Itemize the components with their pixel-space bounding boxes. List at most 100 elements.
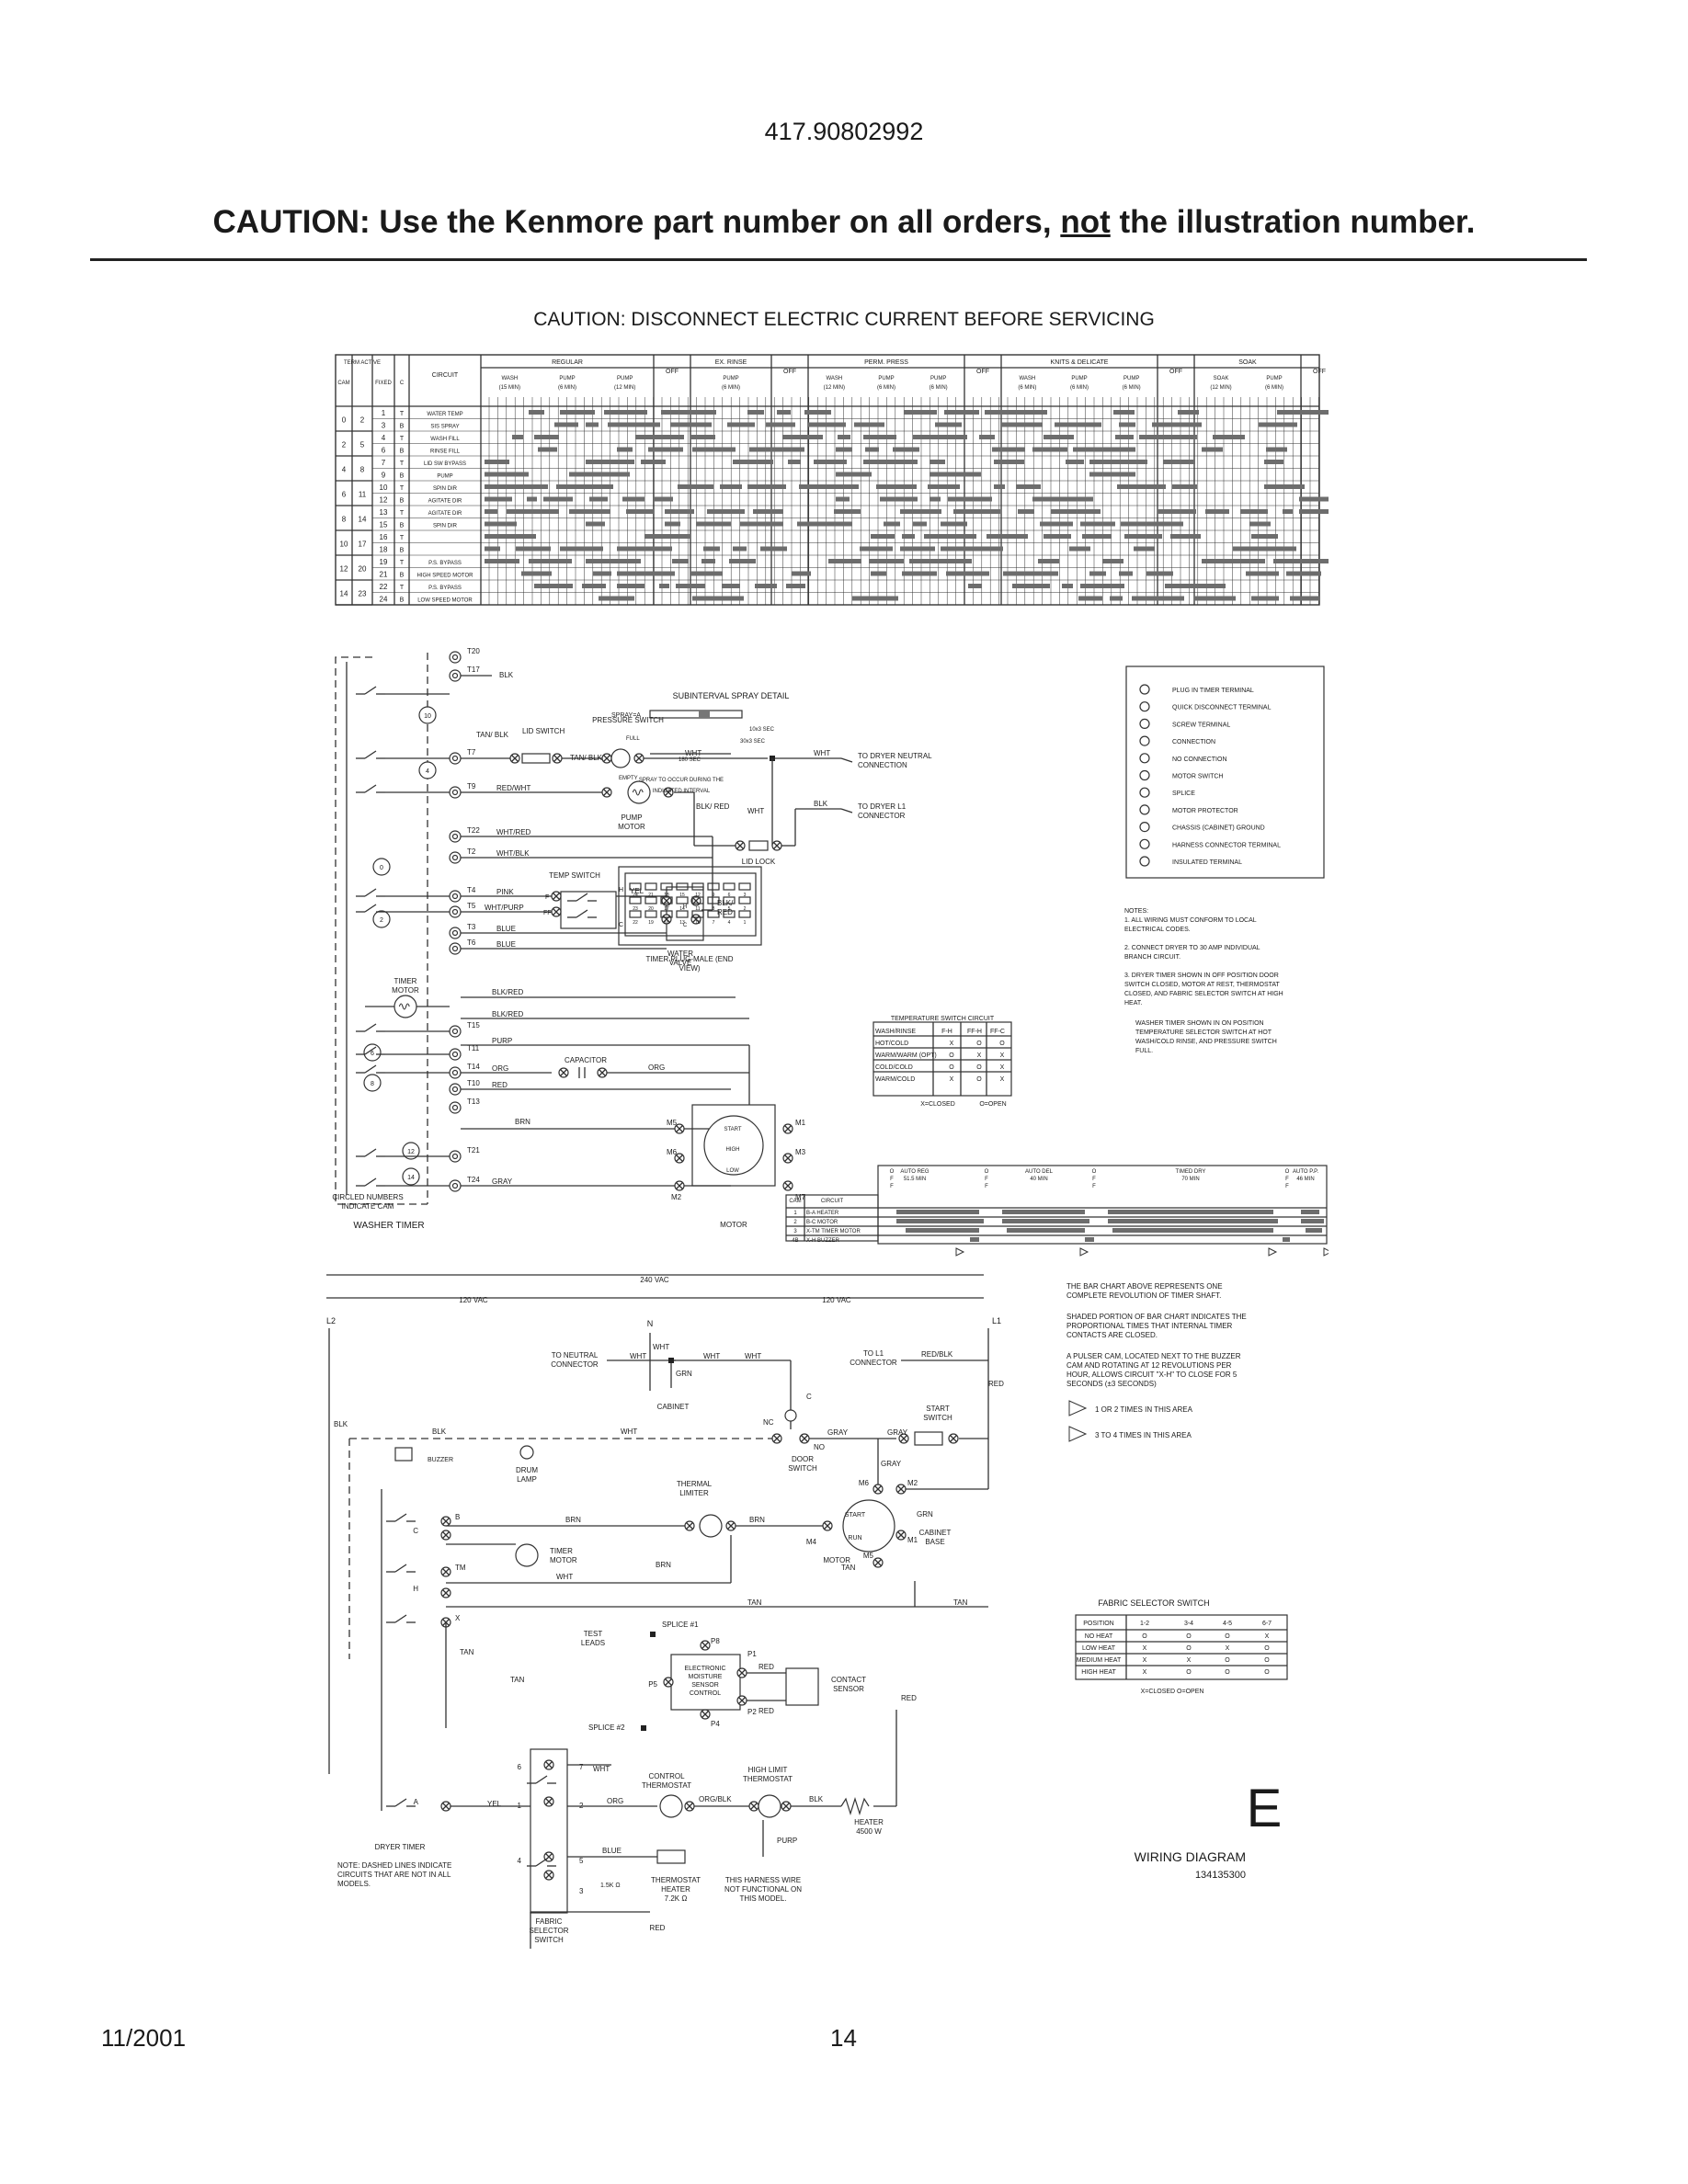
detail-title: VIEW): [679, 964, 700, 973]
contact-type: T: [400, 461, 405, 467]
closed-interval: [1240, 509, 1268, 514]
switch-position: FULL: [626, 736, 640, 742]
closed-interval: [733, 460, 773, 464]
wire-color: WHT: [703, 1352, 720, 1360]
wire-color: BRN: [656, 1561, 671, 1569]
pin-number: 12: [695, 893, 701, 898]
cycle-label: KNITS & DELICATE: [1051, 359, 1109, 366]
switch-blade: [364, 686, 377, 695]
spray-bar: [649, 710, 743, 719]
closed-interval: [707, 509, 745, 514]
motor-winding: [398, 1003, 410, 1010]
closed-interval: [804, 410, 831, 415]
timer-terminal-t2: [449, 851, 462, 864]
terminal-cross: [701, 1711, 709, 1718]
fixed-term: 3: [382, 422, 386, 430]
switch-blade: [364, 1046, 377, 1055]
table-cell: O: [976, 1076, 982, 1083]
section-title: DRYER TIMER: [375, 1843, 426, 1851]
closed-interval: [1018, 509, 1034, 514]
terminal-cross: [773, 1435, 781, 1442]
wire-color: GRN: [917, 1510, 933, 1519]
note: CIRCLED NUMBERS: [332, 1193, 403, 1201]
terminal-cross: [442, 1518, 450, 1525]
caution-emphasis: not: [1060, 204, 1111, 240]
closed-interval: [1038, 559, 1059, 563]
thermal-limiter: [699, 1514, 723, 1538]
timer-contact: [356, 904, 385, 913]
dryer-timer-motor: [515, 1543, 539, 1567]
component-label: HIGH LIMIT: [748, 1766, 788, 1774]
terminal-letter: X: [455, 1614, 461, 1622]
closed-interval: [979, 435, 995, 439]
fixed-term: 10: [380, 483, 388, 492]
sub-duration: (6 MIN): [1265, 385, 1283, 391]
motor-terminal: M3: [795, 1148, 806, 1156]
terminal-cross: [784, 1182, 792, 1189]
off-marker: F: [890, 1177, 894, 1182]
closed-interval: [1032, 496, 1093, 502]
dryer-timer-contact: [386, 1564, 416, 1573]
heater-element: [840, 1796, 870, 1816]
note-text: WASHER TIMER SHOWN IN ON POSITIONTEMPERA…: [1135, 1020, 1277, 1054]
timer-terminal-t4: [449, 890, 462, 903]
terminal-letter: FF: [543, 910, 552, 916]
terminal-inner: [451, 945, 459, 952]
wire-color: YEL: [630, 887, 644, 895]
closed-interval: [1089, 460, 1147, 464]
cycle-duration: 70 MIN: [1181, 1177, 1199, 1182]
area-marker-2: [1068, 1426, 1088, 1442]
wire-color: RED: [492, 1081, 508, 1089]
caution-text-end: the illustration number.: [1110, 204, 1476, 240]
closed-interval: [593, 571, 611, 576]
closed-interval: [1062, 584, 1073, 588]
cam-number: 6: [371, 1051, 374, 1057]
terminal-cross: [750, 1803, 758, 1810]
note-text: WASHER TIMER SHOWN IN ON POSITION: [1135, 1020, 1264, 1027]
chart-head-cam: CAM: [337, 381, 349, 386]
area-note: 3 TO 4 TIMES IN THIS AREA: [1095, 1431, 1192, 1439]
connection-note: TO DRYER NEUTRAL: [858, 752, 932, 760]
sub-label: WASH: [1019, 376, 1035, 381]
component-label: SPLICE #2: [588, 1723, 625, 1732]
component-label: MOTOR: [392, 986, 419, 995]
note: INDICATE CAM: [342, 1202, 394, 1211]
switch-blade: [576, 909, 588, 918]
quick-disconnect-terminal: [674, 1180, 685, 1191]
bar-segment: [970, 1237, 979, 1242]
terminal-cross: [874, 1485, 882, 1493]
closed-interval: [935, 422, 962, 427]
closed-interval: [747, 410, 764, 415]
legend-text: NO CONNECTION: [1172, 756, 1227, 763]
switch-blade: [364, 888, 377, 897]
cam-number: 4B: [792, 1238, 798, 1244]
closed-interval: [1165, 584, 1226, 588]
bar-circuit: B-C MOTOR: [806, 1220, 838, 1225]
terminal-cross: [442, 1568, 450, 1575]
wire-color: TAN: [953, 1598, 968, 1607]
wire-color: BRN: [515, 1118, 530, 1126]
closed-interval: [1158, 509, 1196, 514]
terminal-inner: [451, 929, 459, 937]
sub-label: PUMP: [1071, 376, 1087, 381]
timer-terminal-t24: [449, 1179, 462, 1192]
note-text: 1. ALL WIRING MUST CONFORM TO LOCALELECT…: [1124, 917, 1257, 933]
drum-lamp: [519, 1445, 534, 1460]
switch-blade: [394, 1614, 407, 1623]
table-cell: MEDIUM HEAT: [1077, 1657, 1122, 1664]
sub-duration: (15 MIN): [499, 385, 520, 391]
closed-interval: [622, 496, 644, 502]
table-header: POSITION: [1083, 1621, 1113, 1627]
wire-color: BLUE: [496, 940, 516, 949]
table-cell: X: [1143, 1669, 1147, 1676]
pump-motor: [627, 780, 651, 804]
timer-terminal-t21: [449, 1150, 462, 1163]
table-header: 6-7: [1262, 1621, 1272, 1627]
wire-color: RED: [901, 1694, 917, 1702]
